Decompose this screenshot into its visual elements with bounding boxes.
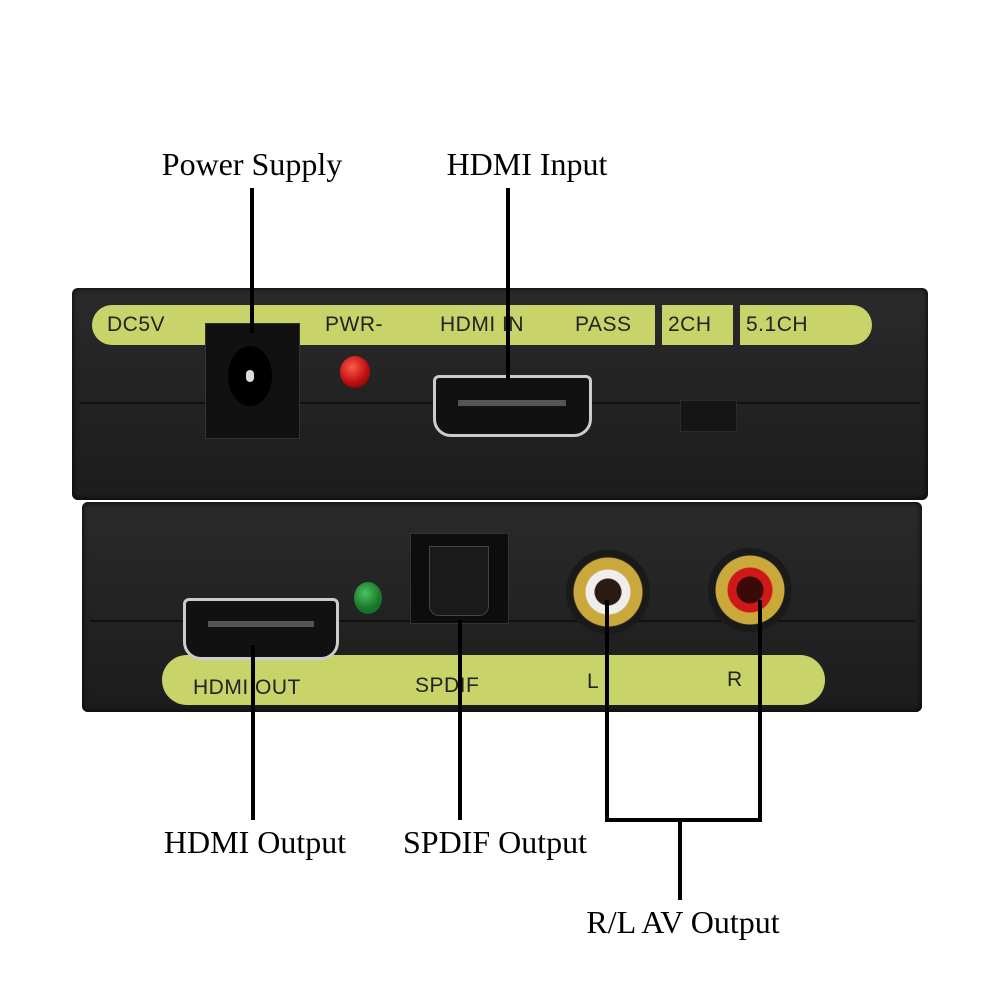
status-led-icon: [354, 582, 382, 614]
label-pass: PASS: [575, 313, 632, 336]
callout-line-rl-join: [605, 818, 762, 822]
spdif-optical-port: [410, 533, 509, 624]
power-led-icon: [340, 356, 370, 388]
top-label-2ch-box: [662, 305, 733, 345]
label-r: R: [727, 668, 743, 691]
callout-line-hdmi-in: [506, 188, 510, 380]
mode-switch[interactable]: [680, 400, 737, 432]
label-hdmi-in: HDMI IN: [440, 313, 524, 336]
annotation-spdif-output: SPDIF Output: [402, 824, 588, 860]
callout-line-hdmi-out: [251, 645, 255, 820]
bottom-label-strip: [162, 655, 825, 705]
hdmi-input-port: [433, 375, 592, 437]
top-label-51ch-box: [740, 305, 872, 345]
annotation-hdmi-input: HDMI Input: [446, 146, 608, 182]
callout-line-power: [250, 188, 254, 333]
dc-power-jack: [205, 323, 300, 439]
callout-line-rl: [678, 818, 682, 900]
hdmi-output-port: [183, 598, 339, 660]
callout-line-l: [605, 600, 609, 822]
annotation-rl-av-output: R/L AV Output: [586, 904, 780, 940]
label-5-1ch: 5.1CH: [746, 313, 809, 336]
label-hdmi-out: HDMI OUT: [193, 676, 301, 699]
label-dc5v: DC5V: [107, 313, 166, 336]
annotation-power-supply: Power Supply: [161, 146, 343, 182]
label-pwr: PWR-: [325, 313, 383, 336]
rca-right-jack: [708, 548, 792, 632]
top-label-strip: [92, 305, 655, 345]
label-spdif: SPDIF: [415, 674, 480, 697]
callout-line-spdif: [458, 620, 462, 820]
label-2ch: 2CH: [668, 313, 712, 336]
annotation-hdmi-output: HDMI Output: [163, 824, 347, 860]
label-l: L: [587, 670, 600, 693]
callout-line-r: [758, 600, 762, 822]
